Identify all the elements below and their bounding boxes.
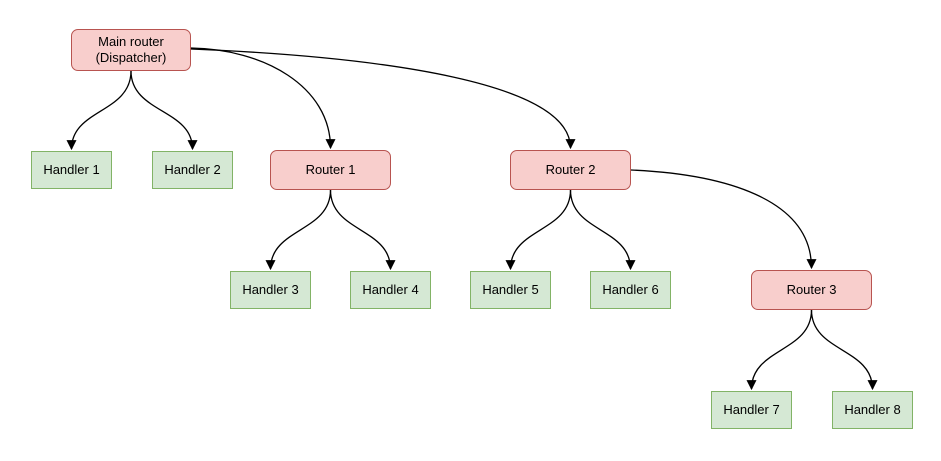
node-main-router: Main router (Dispatcher): [71, 29, 191, 71]
node-handler-2: Handler 2: [152, 151, 233, 189]
node-handler-7: Handler 7: [711, 391, 792, 429]
edge-router2-to-handler5: [505, 189, 572, 271]
node-handler-6: Handler 6: [590, 271, 671, 309]
node-handler-1: Handler 1: [31, 151, 112, 189]
edge-main-to-router2: [190, 48, 576, 150]
node-router-3: Router 3: [751, 270, 872, 310]
node-handler-4: Handler 4: [350, 271, 431, 309]
edge-router3-to-handler7: [746, 309, 813, 391]
edge-router2-to-router3: [630, 169, 817, 270]
edge-router3-to-handler8: [810, 309, 878, 391]
node-router-2: Router 2: [510, 150, 631, 190]
edge-router1-to-handler4: [329, 189, 396, 271]
node-router-1: Router 1: [270, 150, 391, 190]
node-handler-5: Handler 5: [470, 271, 551, 309]
edge-main-to-handler2: [130, 70, 198, 151]
edge-main-to-handler1: [66, 70, 132, 151]
edge-main-to-router1: [190, 47, 336, 150]
node-handler-3: Handler 3: [230, 271, 311, 309]
edge-router2-to-handler6: [569, 189, 636, 271]
edge-router1-to-handler3: [265, 189, 332, 271]
node-handler-8: Handler 8: [832, 391, 913, 429]
